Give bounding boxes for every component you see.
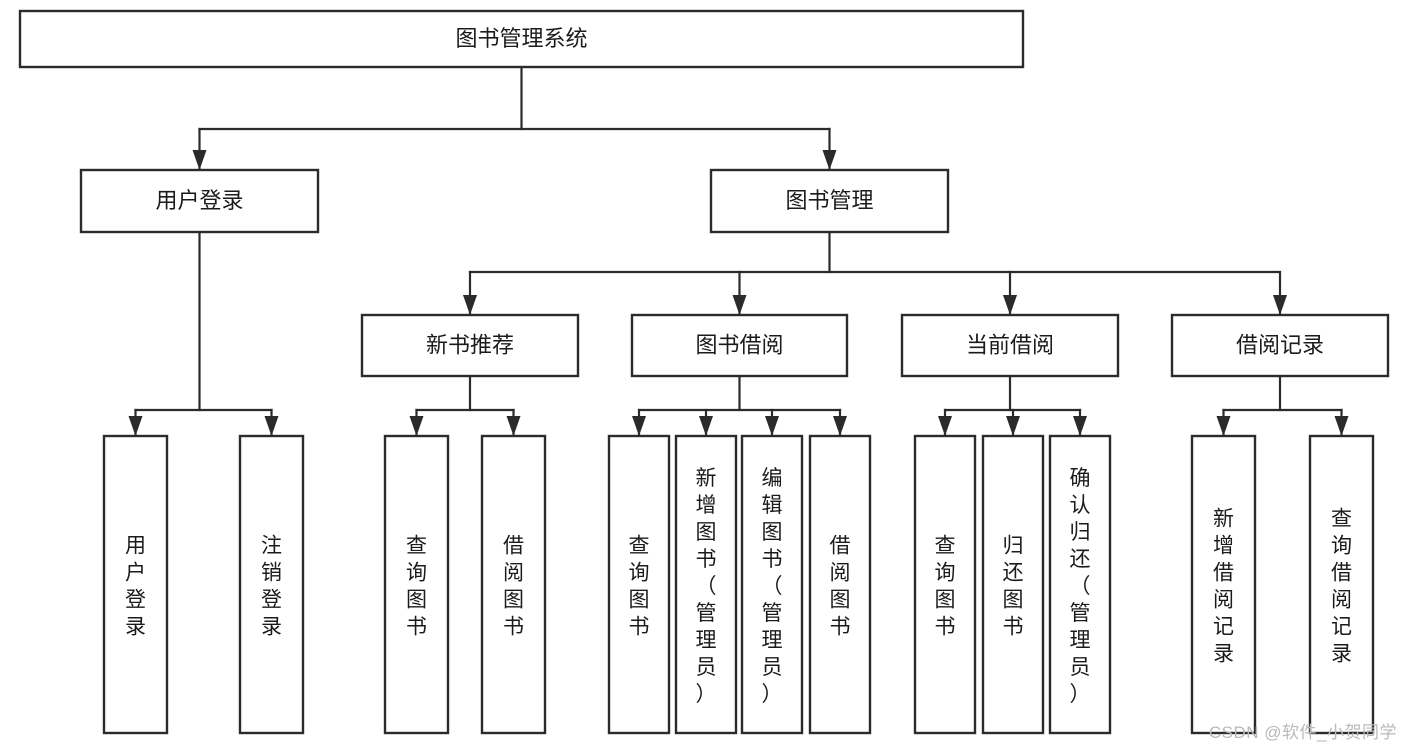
node-box <box>383 434 450 735</box>
node-leaf-borrow-book[interactable]: 借阅图书 <box>808 434 872 735</box>
node-new-book-recommend[interactable]: 新书推荐 <box>360 313 580 378</box>
node-box <box>480 434 547 735</box>
arrow-head <box>128 416 143 436</box>
node-label: 确认归还（管理员） <box>1070 467 1091 706</box>
node-box <box>79 168 320 234</box>
arrow-head <box>264 416 279 436</box>
node-label: 新书推荐 <box>426 332 514 357</box>
node-label: 图书管理 <box>785 188 873 213</box>
node-leaf-logout[interactable]: 注销登录 <box>238 434 305 735</box>
arrow-head <box>1273 295 1287 315</box>
node-box <box>900 313 1120 378</box>
node-box <box>360 313 580 378</box>
arrow-head <box>822 150 837 170</box>
node-leaf-query-book-borrow[interactable]: 查询图书 <box>607 434 671 735</box>
node-label: 用户登录 <box>155 188 243 213</box>
node-box <box>1190 434 1257 735</box>
arrow-head <box>699 416 713 436</box>
node-label: 借阅记录 <box>1236 332 1324 357</box>
node-label: 图书管理系统 <box>455 26 587 51</box>
node-leaf-query-book-current[interactable]: 查询图书 <box>913 434 977 735</box>
node-leaf-query-borrow-record[interactable]: 查询借阅记录 <box>1308 434 1375 735</box>
arrow-head <box>409 416 424 436</box>
node-leaf-add-book-admin[interactable]: 新增图书（管理员） <box>674 434 738 735</box>
node-label: 新增图书（管理员） <box>696 467 717 706</box>
nodes-layer: 图书管理系统用户登录图书管理新书推荐图书借阅当前借阅借阅记录用户登录注销登录查询… <box>18 9 1390 735</box>
node-book-manage[interactable]: 图书管理 <box>709 168 950 234</box>
node-leaf-edit-book-admin[interactable]: 编辑图书（管理员） <box>740 434 804 735</box>
arrow-head <box>732 295 747 315</box>
node-user-login[interactable]: 用户登录 <box>79 168 320 234</box>
arrow-head <box>833 416 847 436</box>
node-label: 用户登录 <box>125 535 146 639</box>
node-label: 借阅图书 <box>830 535 851 639</box>
arrow-head <box>1334 416 1349 436</box>
node-box <box>740 434 804 735</box>
arrow-head <box>1216 416 1231 436</box>
node-label: 图书借阅 <box>695 332 783 357</box>
node-leaf-confirm-return-admin[interactable]: 确认归还（管理员） <box>1048 434 1112 735</box>
node-box <box>808 434 872 735</box>
node-label: 查询图书 <box>406 535 427 639</box>
node-box <box>1048 434 1112 735</box>
arrow-head <box>192 150 207 170</box>
node-label: 借阅图书 <box>503 535 524 639</box>
node-box <box>18 9 1025 69</box>
node-label: 新增借阅记录 <box>1213 508 1234 666</box>
watermark-label: CSDN @软件_小贺同学 <box>1208 723 1397 742</box>
node-current-borrow[interactable]: 当前借阅 <box>900 313 1120 378</box>
arrow-head <box>632 416 646 436</box>
node-leaf-return-book[interactable]: 归还图书 <box>981 434 1045 735</box>
node-leaf-user-login[interactable]: 用户登录 <box>102 434 169 735</box>
node-label: 注销登录 <box>261 535 282 639</box>
node-box <box>102 434 169 735</box>
arrow-head <box>1073 416 1087 436</box>
node-box <box>913 434 977 735</box>
node-box <box>674 434 738 735</box>
node-box <box>238 434 305 735</box>
node-label: 归还图书 <box>1003 535 1024 639</box>
node-root[interactable]: 图书管理系统 <box>18 9 1025 69</box>
node-box <box>1308 434 1375 735</box>
node-box <box>981 434 1045 735</box>
node-leaf-query-book-recommend[interactable]: 查询图书 <box>383 434 450 735</box>
node-box <box>1170 313 1390 378</box>
node-box <box>709 168 950 234</box>
node-box <box>607 434 671 735</box>
node-label: 查询图书 <box>935 535 956 639</box>
node-borrow-record[interactable]: 借阅记录 <box>1170 313 1390 378</box>
node-label: 查询借阅记录 <box>1331 508 1352 666</box>
node-leaf-borrow-book-recommend[interactable]: 借阅图书 <box>480 434 547 735</box>
node-label: 编辑图书（管理员） <box>762 467 783 706</box>
arrow-head <box>506 416 521 436</box>
node-label: 查询图书 <box>629 535 650 639</box>
arrow-head <box>1003 295 1017 315</box>
arrow-head <box>938 416 952 436</box>
arrow-head <box>1006 416 1020 436</box>
arrow-head <box>463 295 477 315</box>
edges-layer <box>128 65 1349 437</box>
node-leaf-add-borrow-record[interactable]: 新增借阅记录 <box>1190 434 1257 735</box>
node-book-borrow[interactable]: 图书借阅 <box>630 313 849 378</box>
arrow-head <box>765 416 779 436</box>
node-label: 当前借阅 <box>966 332 1054 357</box>
node-box <box>630 313 849 378</box>
